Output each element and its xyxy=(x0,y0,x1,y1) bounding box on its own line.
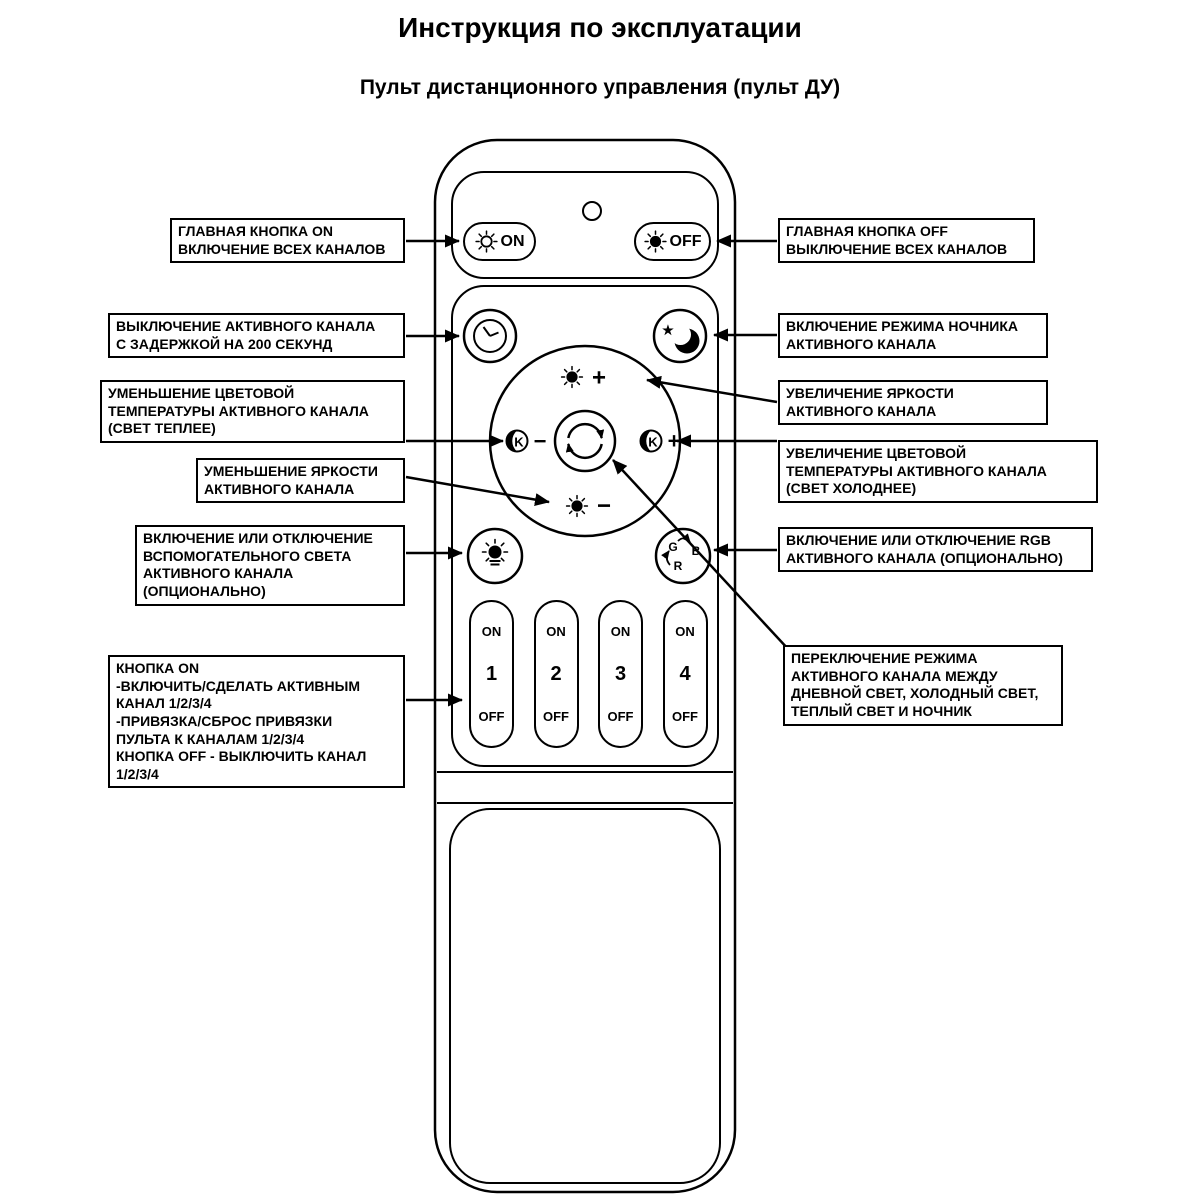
callout-mode-cycle: ПЕРЕКЛЮЧЕНИЕ РЕЖИМА АКТИВНОГО КАНАЛА МЕЖ… xyxy=(783,645,1063,726)
callout-main-on: ГЛАВНАЯ КНОПКА ON ВКЛЮЧЕНИЕ ВСЕХ КАНАЛОВ xyxy=(170,218,405,264)
main-on-button[interactable]: ON xyxy=(463,222,536,261)
remote-top-panel xyxy=(451,171,719,279)
temp-warmer-letter: K xyxy=(514,435,524,450)
callout-channel-buttons: КНОПКА ON -ВКЛЮЧИТЬ/СДЕЛАТЬ АКТИВНЫМ КАН… xyxy=(108,655,405,789)
remote-body xyxy=(433,138,737,1194)
sun-filled-icon xyxy=(560,365,584,389)
page-subtitle: Пульт дистанционного управления (пульт Д… xyxy=(359,76,841,99)
cycle-arrows-icon xyxy=(565,422,605,460)
channel-4-number: 4 xyxy=(679,662,691,685)
temp-warmer-sign: − xyxy=(534,429,547,454)
channel-3-number: 3 xyxy=(614,662,627,685)
timer-button[interactable] xyxy=(462,308,518,364)
main-off-button[interactable]: OFF xyxy=(634,222,711,261)
sun-filled-icon xyxy=(565,494,589,518)
channel-4-off-label: OFF xyxy=(672,709,698,724)
callout-brightness-down: УМЕНЬШЕНИЕ ЯРКОСТИ АКТИВНОГО КАНАЛА xyxy=(196,458,405,504)
callout-temp-warmer: УМЕНЬШЕНИЕ ЦВЕТОВОЙ ТЕМПЕРАТУРЫ АКТИВНОГ… xyxy=(100,380,405,443)
callout-rgb: ВКЛЮЧЕНИЕ ИЛИ ОТКЛЮЧЕНИЕ RGB АКТИВНОГО К… xyxy=(778,527,1093,573)
callout-night-mode: ВКЛЮЧЕНИЕ РЕЖИМА НОЧНИКА АКТИВНОГО КАНАЛ… xyxy=(778,313,1048,359)
arrow-mode-cycle xyxy=(612,459,790,651)
main-off-label: OFF xyxy=(669,232,702,250)
channel-2-on-label: ON xyxy=(546,624,566,639)
channel-4-button[interactable]: ON 4 OFF xyxy=(662,600,708,748)
channel-3-on-label: ON xyxy=(610,624,631,639)
channel-2-number: 2 xyxy=(550,662,562,685)
rgb-g-letter: G xyxy=(668,540,677,554)
sun-filled-icon xyxy=(643,230,667,253)
brightness-down-button[interactable]: − xyxy=(565,493,611,520)
channel-1-number: 1 xyxy=(485,662,498,685)
battery-cover xyxy=(449,808,721,1184)
callout-aux-light: ВКЛЮЧЕНИЕ ИЛИ ОТКЛЮЧЕНИЕ ВСПОМОГАТЕЛЬНОГ… xyxy=(135,525,405,606)
channel-1-on-label: ON xyxy=(481,624,502,639)
star-icon: ★ xyxy=(662,323,674,338)
arrow-brightness-up xyxy=(646,375,778,404)
remote-main-panel xyxy=(451,285,719,767)
channel-3-off-label: OFF xyxy=(607,709,634,724)
page-title: Инструкция по эксплуатации xyxy=(398,12,802,43)
channel-1-off-label: OFF xyxy=(478,709,505,724)
channel-2-button[interactable]: ON 2 OFF xyxy=(533,600,579,748)
channel-4-on-label: ON xyxy=(675,624,695,639)
callout-main-off: ГЛАВНАЯ КНОПКА OFF ВЫКЛЮЧЕНИЕ ВСЕХ КАНАЛ… xyxy=(778,218,1035,264)
brightness-up-sign: + xyxy=(592,365,606,392)
callout-temp-cooler: УВЕЛИЧЕНИЕ ЦВЕТОВОЙ ТЕМПЕРАТУРЫ АКТИВНОГ… xyxy=(778,440,1098,503)
brightness-up-button[interactable]: + xyxy=(560,365,606,392)
rgb-r-letter: R xyxy=(674,559,683,573)
callout-brightness-up: УВЕЛИЧЕНИЕ ЯРКОСТИ АКТИВНОГО КАНАЛА xyxy=(778,380,1048,426)
aux-light-button[interactable] xyxy=(466,527,524,585)
night-mode-button[interactable]: ★ xyxy=(652,308,708,364)
callout-delay-off: ВЫКЛЮЧЕНИЕ АКТИВНОГО КАНАЛА С ЗАДЕРЖКОЙ … xyxy=(108,313,405,359)
temp-cooler-letter: K xyxy=(648,435,658,450)
callout-arrows xyxy=(405,234,790,707)
arrow-brightness-down xyxy=(405,475,550,506)
clock-icon xyxy=(473,319,507,353)
channel-3-button[interactable]: ON 3 OFF xyxy=(598,600,643,748)
mode-cycle-button[interactable] xyxy=(553,409,617,473)
channel-2-off-label: OFF xyxy=(543,709,569,724)
temp-warmer-button[interactable]: K − xyxy=(505,429,547,454)
brightness-down-sign: − xyxy=(597,493,611,520)
main-on-label: ON xyxy=(500,232,525,250)
channel-1-button[interactable]: ON 1 OFF xyxy=(469,600,514,748)
bulb-icon xyxy=(481,538,509,566)
sun-outline-icon xyxy=(474,230,498,253)
indicator-led xyxy=(582,201,602,221)
moon-icon xyxy=(670,324,700,354)
